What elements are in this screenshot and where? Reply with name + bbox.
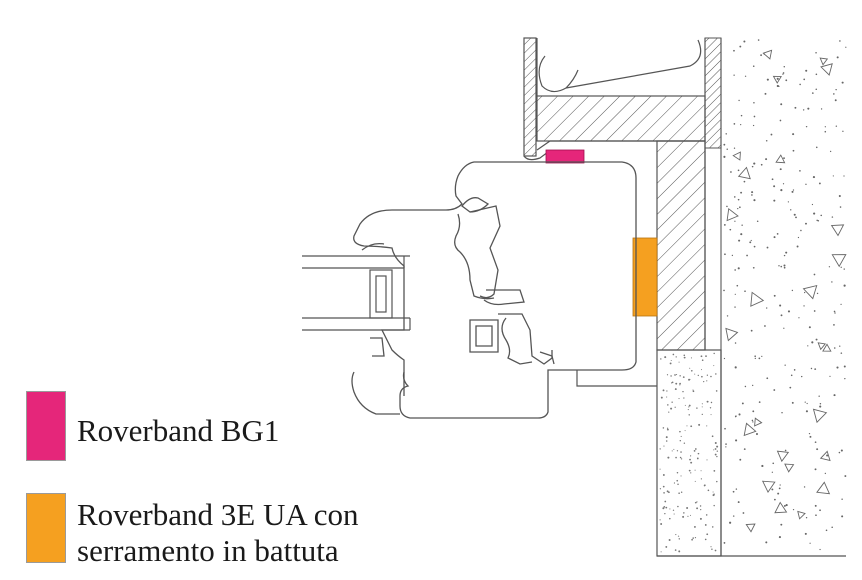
window-frame-profile — [351, 161, 637, 419]
sill-profile — [576, 370, 657, 387]
lintel-block — [536, 95, 706, 142]
concrete-aggregate — [725, 49, 847, 533]
counter-frame — [656, 140, 706, 351]
concrete-specks — [723, 39, 847, 551]
legend-swatch-3e-ua — [26, 493, 66, 563]
legend-label-3e-ua-line2: serramento in battuta — [77, 533, 339, 568]
glazing — [302, 255, 411, 331]
shutter-box — [523, 37, 705, 161]
roverband-bg1-gasket — [545, 149, 585, 164]
legend-swatch-bg1 — [26, 391, 66, 461]
legend-label-3e-ua-line1: Roverband 3E UA con — [77, 497, 359, 532]
plaster-block — [656, 349, 846, 557]
concrete-wall — [720, 38, 847, 556]
legend-label-bg1: Roverband BG1 — [77, 413, 280, 448]
roverband-3e-ua-tape — [632, 237, 658, 317]
wall-strip — [704, 37, 722, 149]
